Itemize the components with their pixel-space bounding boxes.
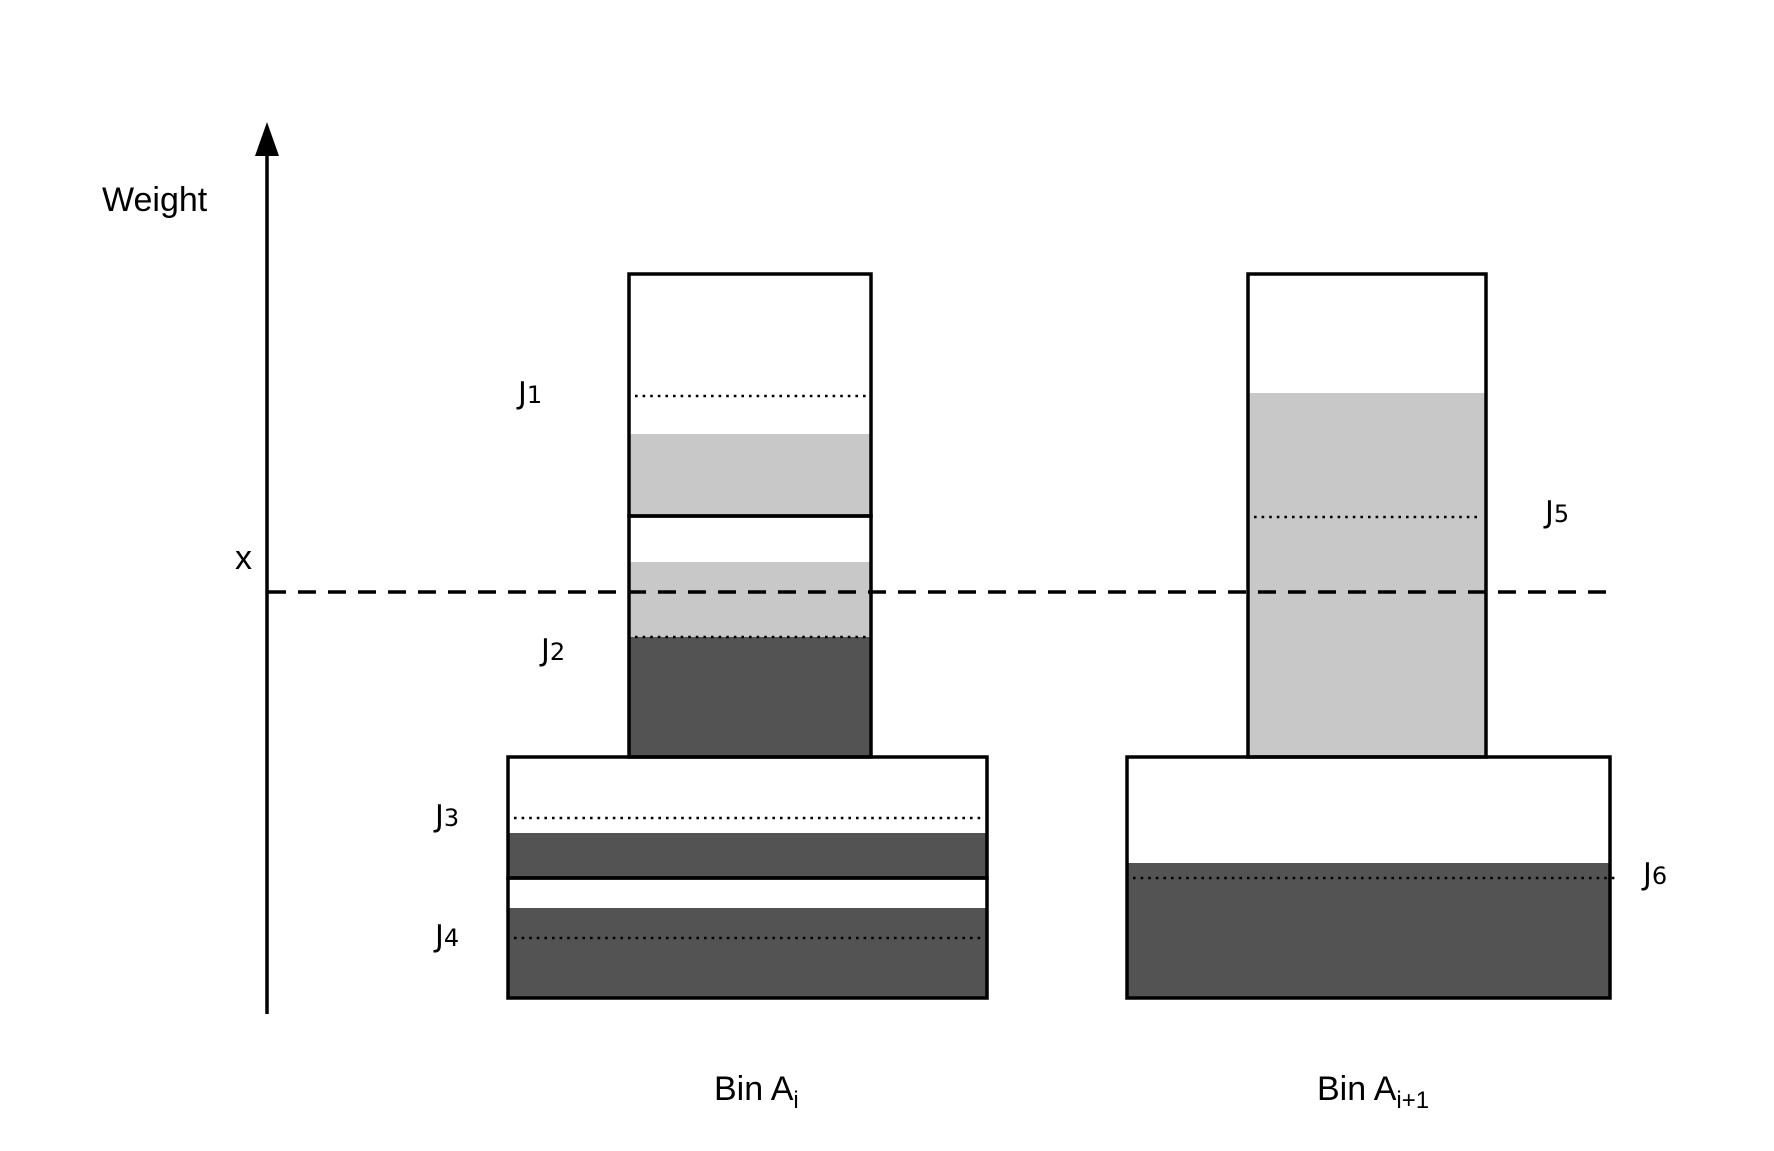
job-label-j3: J3	[433, 799, 459, 834]
j2-light-fill	[629, 562, 871, 637]
job-label-j6: J6	[1641, 857, 1667, 892]
bin-ai1-bottom-item-outline	[1125, 755, 1612, 1000]
job-label-j2: J2	[539, 633, 565, 668]
j4-dark-fill	[508, 908, 987, 998]
j3-dark-fill	[508, 833, 987, 878]
bin-label-ai: Bin Ai	[714, 1070, 799, 1114]
j1-light-fill	[629, 434, 871, 516]
bin-ai	[506, 272, 989, 1000]
j2-dark-fill	[629, 637, 871, 757]
job-label-j5: J5	[1543, 495, 1569, 530]
j5-light-fill	[1248, 393, 1486, 757]
job-label-j4: J4	[433, 919, 459, 954]
bin-ai-bottom-item-outline	[506, 876, 989, 1000]
job-label-j1: J1	[516, 376, 542, 411]
weight-label: Weight	[102, 181, 208, 219]
bin-label-ai1: Bin Ai+1	[1317, 1070, 1429, 1114]
axis-arrow-icon	[255, 122, 279, 156]
bin-ai1	[1125, 272, 1618, 1000]
j6-dark-fill	[1127, 863, 1610, 998]
threshold-label: x	[235, 539, 252, 577]
